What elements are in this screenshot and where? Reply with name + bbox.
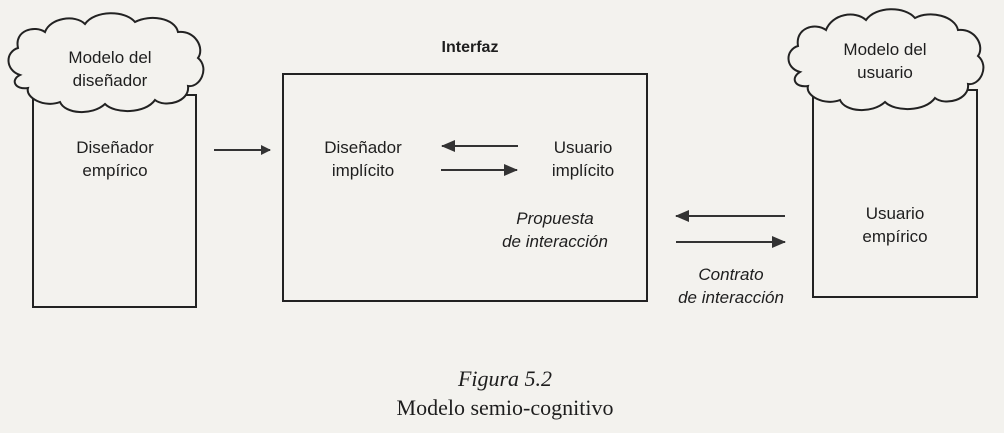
- designer-cloud-icon: [7, 12, 205, 113]
- interaction-contract-line1: Contrato: [698, 265, 764, 284]
- figure-number: Figura 5.2: [457, 366, 553, 391]
- interaction-contract-label: Contrato de interacción: [656, 263, 806, 309]
- interface-box: [282, 73, 648, 302]
- user-model-line1: Modelo del: [843, 40, 927, 59]
- user-box: [812, 89, 978, 298]
- interaction-proposal-label: Propuesta de interacción: [480, 207, 630, 253]
- empirical-user-line1: Usuario: [865, 204, 925, 223]
- designer-box: [32, 94, 197, 308]
- designer-model-label: Modelo del diseñador: [40, 46, 180, 92]
- designer-model-line1: Modelo del: [68, 48, 152, 67]
- empirical-user-line2: empírico: [862, 227, 928, 246]
- interaction-contract-line2: de interacción: [678, 288, 784, 307]
- user-model-line2: usuario: [857, 63, 913, 82]
- empirical-user-label: Usuario empírico: [825, 202, 965, 248]
- empirical-designer-label: Diseñador empírico: [40, 136, 190, 182]
- implicit-user-label: Usuario implícito: [528, 136, 638, 182]
- empirical-designer-line2: empírico: [82, 161, 148, 180]
- designer-model-line2: diseñador: [72, 71, 148, 90]
- user-model-label: Modelo del usuario: [815, 38, 955, 84]
- empirical-designer-line1: Diseñador: [76, 138, 154, 157]
- interaction-proposal-line2: de interacción: [502, 232, 608, 251]
- interaction-proposal-line1: Propuesta: [516, 209, 594, 228]
- implicit-designer-line2: implícito: [331, 161, 395, 180]
- implicit-user-line1: Usuario: [553, 138, 613, 157]
- implicit-designer-line1: Diseñador: [324, 138, 402, 157]
- interface-title: Interfaz: [441, 39, 499, 56]
- implicit-user-line2: implícito: [551, 161, 615, 180]
- figure-caption: Modelo semio-cognitivo: [396, 395, 614, 420]
- implicit-designer-label: Diseñador implícito: [298, 136, 428, 182]
- user-cloud-icon: [787, 8, 985, 111]
